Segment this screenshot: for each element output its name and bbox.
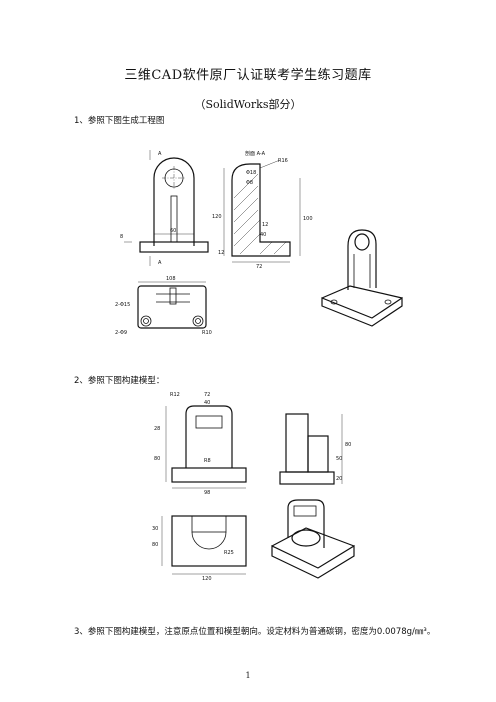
fig2-r12: R12 — [170, 392, 180, 398]
section-label-bottom: A — [158, 260, 162, 266]
section-40: 40 — [260, 232, 266, 238]
top-holes-small: 2-Φ9 — [115, 330, 127, 336]
section-72: 72 — [256, 264, 262, 270]
section-label-top: A — [158, 151, 162, 157]
top-width: 108 — [166, 276, 176, 282]
fig2-r8: R8 — [204, 458, 211, 464]
page-number: 1 — [245, 671, 251, 680]
fig2-98: 98 — [204, 490, 210, 496]
fig2-28: 28 — [154, 426, 160, 432]
section-12b: 12 — [218, 250, 224, 256]
figure-1-engineering-drawing: A 60 8 A 剖面 A-A R16 Φ18 Φ8 120 12 40 100 — [115, 150, 403, 336]
fig2-top-r25: R25 — [224, 550, 234, 556]
question-1: 1、参照下图生成工程图 — [74, 116, 165, 126]
fig2-side-80: 80 — [345, 442, 351, 448]
front-width: 60 — [170, 228, 176, 234]
question-3: 3、参照下图构建模型，注意原点位置和模型朝向。设定材料为普通碳钢，密度为0.00… — [74, 627, 436, 637]
fig2-top-80: 80 — [152, 542, 158, 548]
fig2-top-120: 120 — [202, 576, 212, 582]
page-title: 三维CAD软件原厂认证联考学生练习题库 — [124, 68, 372, 83]
fig2-side-50: 50 — [336, 456, 342, 462]
page-subtitle: （SolidWorks部分） — [194, 98, 302, 111]
section-r16: R16 — [278, 158, 288, 164]
fig2-side-20: 20 — [336, 476, 342, 482]
front-view: A 60 8 A — [120, 150, 209, 266]
fig2-top-30: 30 — [152, 526, 158, 532]
section-12: 12 — [262, 222, 268, 228]
fig2-top-view: 30 80 R25 120 — [152, 515, 247, 582]
isometric-view — [321, 229, 403, 327]
fig2-40: 40 — [204, 400, 210, 406]
section-title: 剖面 A-A — [245, 150, 266, 157]
fig2-72: 72 — [204, 392, 210, 398]
section-100: 100 — [303, 216, 313, 222]
fig2-side-view: 80 50 20 — [279, 413, 351, 485]
front-chamfer: 8 — [120, 234, 123, 240]
question-2: 2、参照下图构建模型： — [74, 376, 165, 386]
top-view: 108 2-Φ15 2-Φ9 R10 — [115, 276, 212, 336]
fig2-isometric-view — [271, 499, 355, 579]
section-phi8: Φ8 — [246, 180, 253, 186]
section-phi18: Φ18 — [246, 170, 256, 176]
section-120: 120 — [212, 214, 222, 220]
top-holes-big: 2-Φ15 — [115, 302, 130, 308]
fig2-front-view: R12 72 40 28 80 98 R8 — [154, 392, 247, 496]
top-radius: R10 — [202, 330, 212, 336]
section-view: 剖面 A-A R16 Φ18 Φ8 120 12 40 100 72 12 — [212, 150, 313, 270]
figure-2-model-drawing: R12 72 40 28 80 98 R8 80 50 20 30 80 R25… — [152, 392, 355, 582]
fig2-80: 80 — [154, 456, 160, 462]
